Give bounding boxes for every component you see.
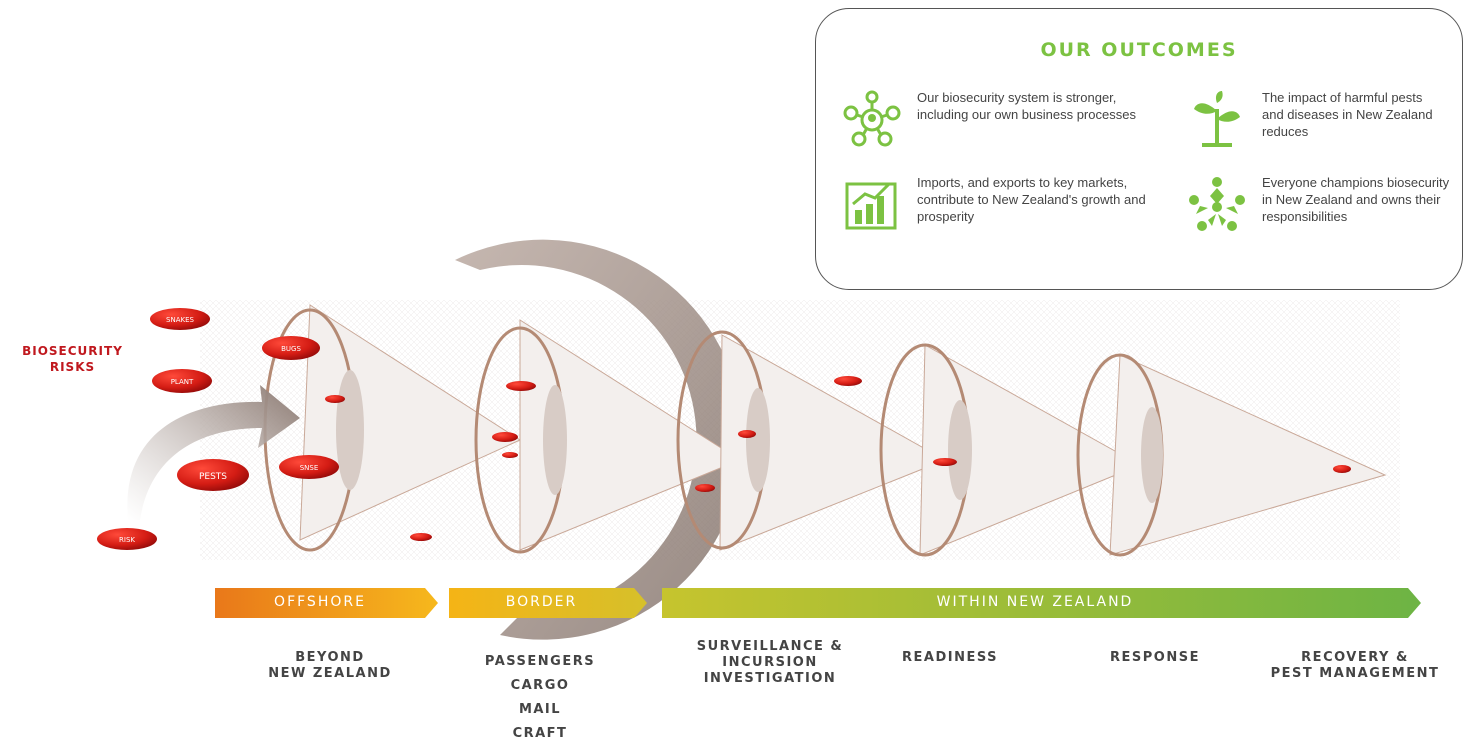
stage-readiness: READINESS: [880, 650, 1020, 666]
funnel-5: [1076, 353, 1387, 557]
risk-pill-snakes: SNAKES: [150, 308, 210, 330]
outcome-item: Imports, and exports to key markets, con…: [841, 174, 1171, 236]
outcome-text: Everyone champions biosecurity in New Ze…: [1262, 175, 1450, 224]
stage-line: RESPONSE: [1110, 650, 1200, 665]
stage-line: READINESS: [902, 650, 998, 665]
outcome-text: The impact of harmful pests and diseases…: [1262, 90, 1433, 139]
stage-line: MAIL: [518, 702, 562, 717]
risk-pill-pests: PESTS: [177, 459, 249, 491]
outcome-item: Everyone champions biosecurity in New Ze…: [1186, 174, 1461, 236]
stage-line: BEYOND: [295, 650, 365, 665]
risk-pill-plant: PLANT: [152, 369, 212, 393]
net-arc-band: [455, 239, 743, 640]
stage-line: CARGO: [510, 678, 570, 693]
stage-line: NEW ZEALAND: [268, 666, 392, 681]
risk-pill-label: PLANT: [171, 378, 194, 386]
stage-recovery: RECOVERY & PEST MANAGEMENT: [1265, 650, 1445, 682]
network-people-icon: [843, 90, 901, 147]
stage-surveillance: SURVEILLANCE & INCURSION INVESTIGATION: [690, 639, 850, 687]
outcome-text: Our biosecurity system is stronger, incl…: [917, 90, 1136, 122]
risk-pill-label: PESTS: [199, 472, 227, 482]
outcome-item: The impact of harmful pests and diseases…: [1186, 89, 1446, 151]
stage-beyond-nz: BEYOND NEW ZEALAND: [255, 650, 405, 682]
stage-line: INCURSION: [722, 655, 818, 670]
risk-pill-label: RISK: [119, 536, 135, 544]
funnel-2: [474, 319, 742, 554]
phase-arrow-offshore: [215, 588, 438, 618]
risk-pill-label: SNAKES: [166, 316, 194, 324]
risk-pill-risk: RISK: [97, 528, 157, 550]
phase-arrow-border: [449, 588, 647, 618]
stage-line: CRAFT: [512, 726, 568, 741]
risk-pill-bugs: BUGS: [262, 336, 320, 360]
phase-label-border: BORDER: [505, 594, 578, 610]
phase-label-within-nz: WITHIN NEW ZEALAND: [936, 594, 1134, 610]
stage-border-items: PASSENGERS CARGO MAIL CRAFT: [465, 650, 615, 746]
outcomes-panel: OUR OUTCOMES Our biosecurity system is s…: [815, 8, 1463, 290]
risk-pill-label: BUGS: [281, 345, 301, 353]
stage-line: RECOVERY &: [1301, 650, 1409, 665]
stage-response: RESPONSE: [1085, 650, 1225, 666]
bar-chart-growth-icon: [845, 182, 897, 230]
plant-sprout-icon: [1194, 91, 1240, 147]
stage-line: PASSENGERS: [484, 654, 596, 669]
stage-line: INVESTIGATION: [703, 671, 837, 686]
risk-entry-arrow: [127, 385, 300, 520]
outcome-text: Imports, and exports to key markets, con…: [917, 175, 1146, 224]
phase-arrow-within-nz: [662, 588, 1421, 618]
stage-line: SURVEILLANCE &: [696, 639, 844, 654]
stage-line: PEST MANAGEMENT: [1270, 666, 1440, 681]
outcome-item: Our biosecurity system is stronger, incl…: [841, 89, 1171, 151]
risk-pill-snse: SNSE: [279, 455, 339, 479]
phase-label-offshore: OFFSHORE: [274, 594, 366, 610]
people-circle-icon: [1189, 177, 1245, 231]
funnel-3: [676, 330, 947, 551]
risk-pill-label: SNSE: [300, 464, 319, 472]
net-arc-text: WE ARE A NET, NOT A WALL: [0, 0, 782, 253]
biosecurity-risks-label: BIOSECURITY RISKS: [22, 344, 123, 374]
funnel-4: [879, 343, 1142, 557]
risk-particles: [325, 376, 1351, 541]
outcomes-title: OUR OUTCOMES: [1040, 39, 1238, 61]
